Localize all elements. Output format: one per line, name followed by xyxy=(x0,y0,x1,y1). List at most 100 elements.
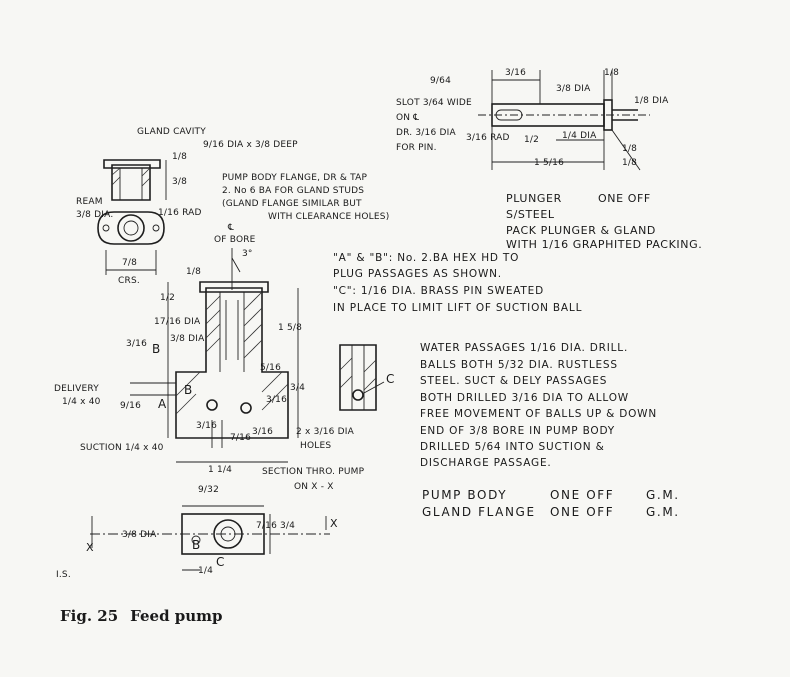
dim-line xyxy=(611,129,641,171)
holes-note-line1: 2 x 3/16 DIA xyxy=(296,427,354,437)
flange-note-line3: (GLAND FLANGE SIMILAR BUT xyxy=(222,199,362,209)
plunger-dim-1-2: 1/2 xyxy=(524,135,540,145)
detail-c-view xyxy=(339,344,385,411)
hatch xyxy=(243,307,263,327)
section-dim-17-16-dia: 17/16 DIA xyxy=(154,317,201,327)
gland-bore-inner xyxy=(123,220,139,236)
hatch xyxy=(175,393,197,415)
plunger-dim-1-8-dia: 1/8 DIA xyxy=(634,96,669,106)
draughtsman-initials: I.S. xyxy=(56,570,71,580)
section-dim-1-1-4: 1 1/4 xyxy=(208,465,233,475)
hatch xyxy=(261,371,283,393)
figure-caption: Fig. 25 Feed pump xyxy=(60,607,235,625)
delivery-thread: 1/4 x 40 xyxy=(62,397,101,407)
hatch xyxy=(111,167,121,176)
slot-note-line1: SLOT 3/64 WIDE xyxy=(396,98,472,108)
letter-b-side: B xyxy=(184,383,194,397)
plan-letter-c: C xyxy=(216,555,226,569)
pump-body-outline xyxy=(175,287,289,439)
hatch xyxy=(243,323,263,343)
plunger-dim-1-4-dia: 1/4 DIA xyxy=(562,131,597,141)
plunger-view xyxy=(478,70,650,171)
water-note-line1: WATER PASSAGES 1/16 DIA. DRILL. xyxy=(420,342,629,354)
section-title-line1: SECTION THRO. PUMP xyxy=(262,467,365,477)
water-note-line4: BOTH DRILLED 3/16 DIA TO ALLOW xyxy=(420,392,629,404)
section-dim-3-16a: 3/16 xyxy=(126,339,148,349)
parts-row-2-material: G.M. xyxy=(646,505,680,519)
plug-note-line1: "A" & "B": No. 2.BA HEX HD TO xyxy=(333,252,520,264)
suction-ball xyxy=(240,402,252,414)
bore-centerline-symbol: ℄ xyxy=(228,223,234,233)
flange-note-line2: 2. No 6 BA FOR GLAND STUDS xyxy=(222,186,365,196)
plan-dim-7-16: 7/16 xyxy=(256,521,278,531)
gland-view xyxy=(97,159,167,275)
section-dim-3-4: 3/4 xyxy=(290,383,306,393)
gland-dim-1-16-rad: 1/16 RAD xyxy=(158,208,202,218)
ream-note-line1: REAM xyxy=(76,197,103,207)
section-dim-7-16: 7/16 xyxy=(230,433,252,443)
plunger-dim-9-64: 9/64 xyxy=(430,76,452,86)
hatch xyxy=(175,371,201,397)
hatch xyxy=(339,357,353,371)
plan-x-right: X xyxy=(330,517,339,530)
leader xyxy=(363,381,385,394)
gland-top xyxy=(103,159,161,169)
gland-flange-section xyxy=(199,281,269,293)
pump-plan-view xyxy=(90,505,330,571)
plunger-dim-1-8b: 1/8 xyxy=(622,144,638,154)
gland-dim-3-8: 3/8 xyxy=(172,177,188,187)
plan-dim-3-4: 3/4 xyxy=(280,521,296,531)
water-note-line8: DISCHARGE PASSAGE. xyxy=(420,457,552,469)
hatch xyxy=(363,377,377,391)
paper-edge xyxy=(790,0,800,677)
water-note-line3: STEEL. SUCT & DELY PASSAGES xyxy=(420,375,608,387)
section-dim-3-16d: 3/16 xyxy=(266,395,288,405)
letter-a: A xyxy=(158,397,168,411)
delivery-label: DELIVERY xyxy=(54,384,99,394)
bore-label: OF BORE xyxy=(214,235,256,245)
section-title-line2: ON X - X xyxy=(294,482,334,492)
slot-note-line2: ON ℄ xyxy=(396,113,420,123)
section-dim-3-16b: 3/16 xyxy=(196,421,218,431)
gland-dim-crs: CRS. xyxy=(118,276,140,286)
gland-body xyxy=(111,164,151,201)
detail-letter-c: C xyxy=(386,372,396,386)
plunger-dim-3-16: 3/16 xyxy=(505,68,527,78)
gland-flange-outline xyxy=(97,211,165,245)
hatch xyxy=(363,359,377,373)
gland-cavity-line1: GLAND CAVITY xyxy=(137,127,206,137)
plan-dim-1-4: 1/4 xyxy=(198,566,214,576)
hatch xyxy=(243,339,263,359)
gland-cavity-line2: 9/16 DIA x 3/8 DEEP xyxy=(203,140,298,150)
section-dim-9-16: 9/16 xyxy=(120,401,142,411)
parts-row-1-part: PUMP BODY xyxy=(422,488,508,502)
flange-note-line1: PUMP BODY FLANGE, DR & TAP xyxy=(222,173,368,183)
plunger-dim-3-8-dia: 3/8 DIA xyxy=(556,84,591,94)
letter-b-top: B xyxy=(152,342,162,356)
section-dim-1-5-8: 1 5/8 xyxy=(278,323,303,333)
plunger-material: S/STEEL xyxy=(506,208,555,221)
hatch xyxy=(243,291,263,311)
hatch xyxy=(261,383,289,411)
plan-dim-3-8-dia: 3/8 DIA xyxy=(122,530,157,540)
plan-dim-9-32: 9/32 xyxy=(198,485,220,495)
water-note-line5: FREE MOVEMENT OF BALLS UP & DOWN xyxy=(420,408,657,420)
gland-dim-7-8: 7/8 xyxy=(122,258,138,268)
delivery-ball xyxy=(206,399,218,411)
figure-number: Fig. 25 xyxy=(60,607,119,625)
parts-row-1-material: G.M. xyxy=(646,488,680,502)
plunger-dim-1-8c: 1/8 xyxy=(622,158,638,168)
hatch xyxy=(111,176,121,186)
holes-note-line2: HOLES xyxy=(300,441,332,451)
parts-row-1-qty: ONE OFF xyxy=(550,488,615,502)
angle-line xyxy=(231,257,241,273)
figure-title: Feed pump xyxy=(130,607,223,625)
gland-bore xyxy=(117,214,145,242)
plunger-qty: ONE OFF xyxy=(598,192,651,205)
section-dim-3-16c: 3/16 xyxy=(252,427,274,437)
flange-note-line4: WITH CLEARANCE HOLES) xyxy=(268,212,390,222)
plunger-dim-1-8: 1/8 xyxy=(604,68,620,78)
plunger-dim-3-16-rad: 3/16 RAD xyxy=(466,133,510,143)
angle-label: 3° xyxy=(242,249,253,259)
